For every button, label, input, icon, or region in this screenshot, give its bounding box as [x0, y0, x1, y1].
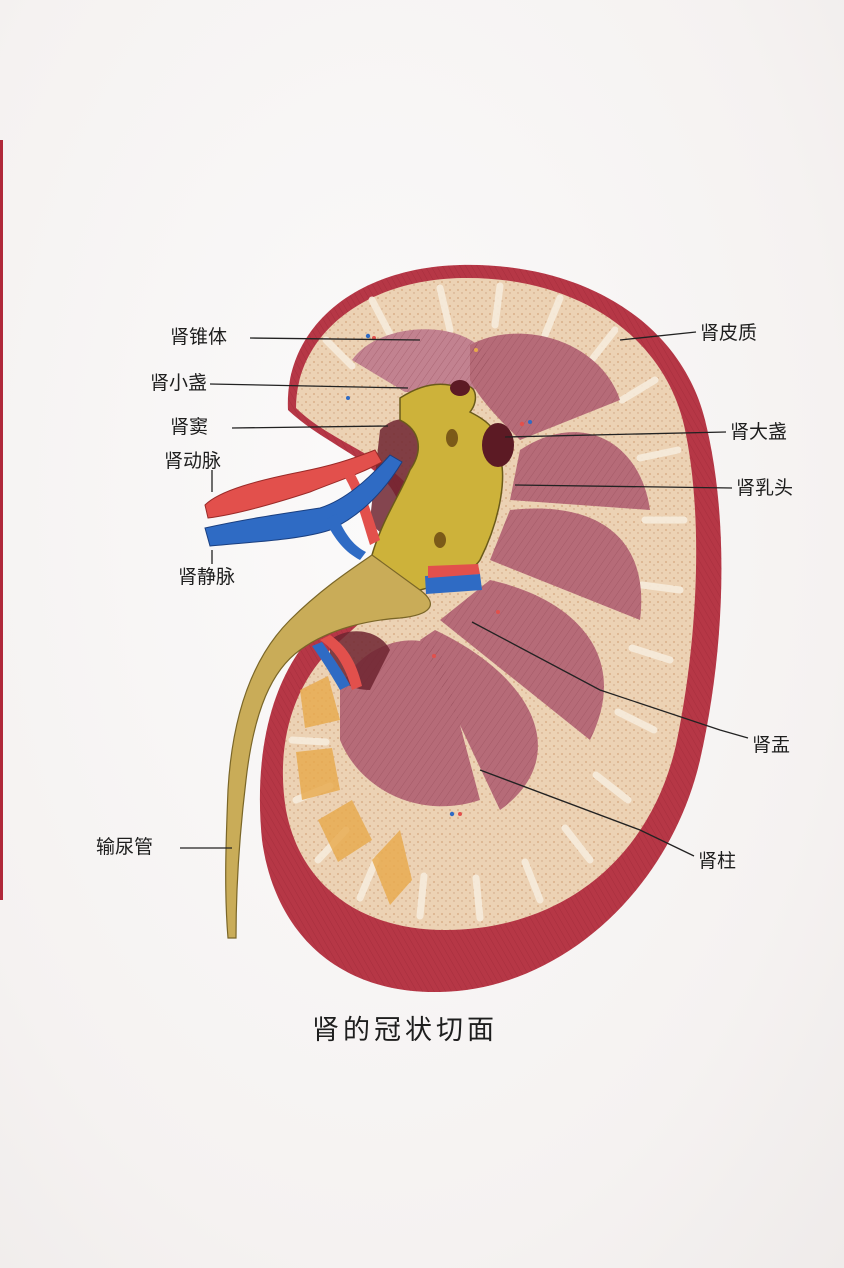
ureter [225, 554, 431, 939]
major-calyx-opening [482, 423, 514, 467]
interlobar-vessel-dots [346, 333, 532, 817]
label-ureter: 输尿管 [96, 836, 154, 858]
renal-vein [204, 454, 403, 547]
label-pelvis: 肾盂 [752, 734, 791, 756]
cortical-streaks [296, 676, 412, 905]
renal-artery [204, 449, 383, 519]
label-pyramid: 肾锥体 [170, 326, 228, 348]
paper-edge [0, 140, 3, 900]
leader-pyramid [249, 337, 421, 341]
diagram-caption: 肾的冠状切面 [312, 1015, 498, 1046]
label-sinus: 肾窦 [170, 416, 209, 438]
label-minor-calyx: 肾小盏 [150, 372, 208, 394]
pyramid-striations [340, 329, 650, 810]
label-renal-vein: 肾静脉 [178, 566, 236, 588]
label-papilla: 肾乳头 [736, 477, 794, 499]
leader-lines [180, 331, 749, 857]
label-major-calyx: 肾大盏 [730, 421, 788, 443]
leader-papilla [514, 484, 733, 489]
leader-cortex [619, 331, 697, 341]
leader-minor-calyx [209, 383, 409, 389]
leader-column [479, 769, 695, 857]
leader-major-calyx [504, 431, 727, 438]
leader-sinus [231, 425, 389, 429]
leader-pelvis [471, 621, 749, 739]
label-cortex: 肾皮质 [700, 322, 758, 344]
label-column: 肾柱 [698, 850, 737, 872]
label-renal-artery: 肾动脉 [164, 450, 222, 472]
